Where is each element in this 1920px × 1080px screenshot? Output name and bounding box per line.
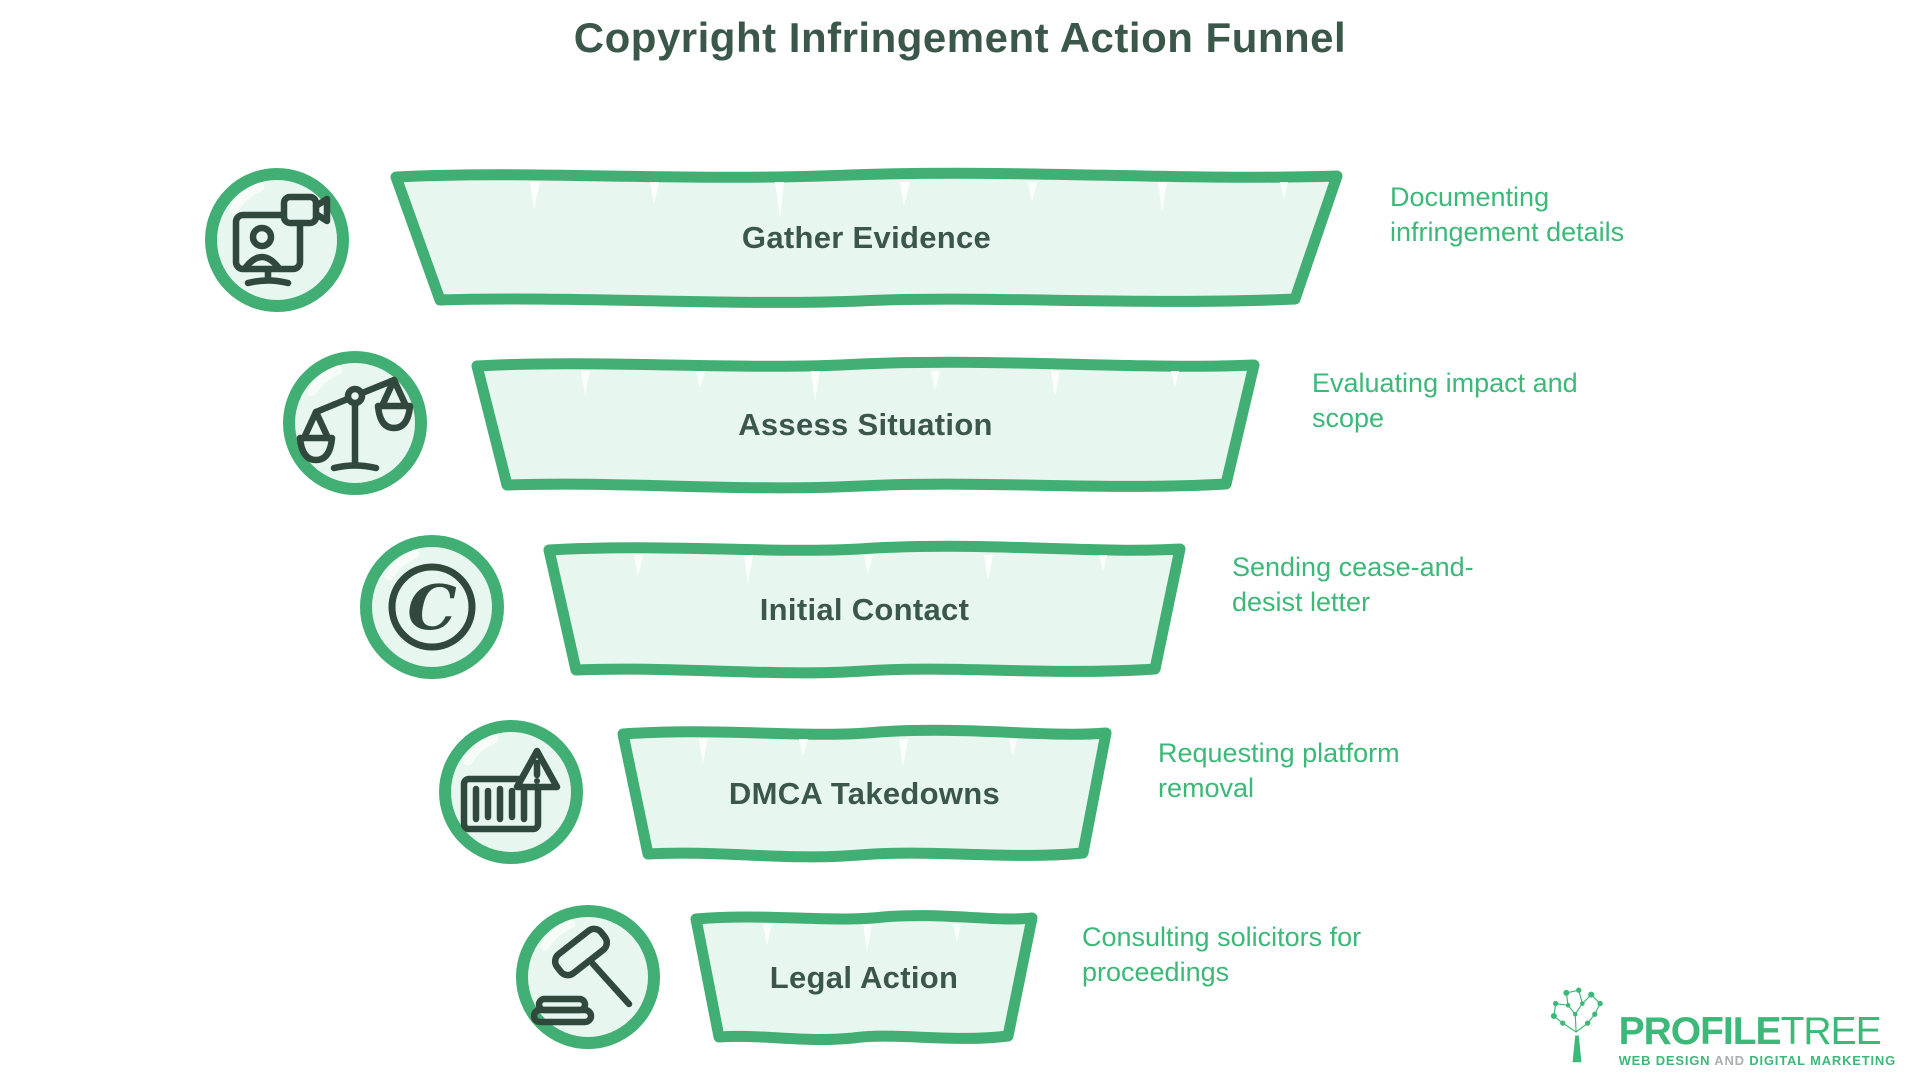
video-call-icon <box>202 165 352 315</box>
copyright-c-glyph: C <box>407 571 456 644</box>
copyright-icon: C <box>357 532 507 682</box>
stage-description: Requesting platform removal <box>1158 738 1400 803</box>
barcode-warning-icon <box>436 717 586 867</box>
funnel-stage-2: Assess Situation <box>461 355 1270 495</box>
stage-description: Documenting infringement details <box>1390 182 1625 247</box>
stage-label: Gather Evidence <box>741 220 992 255</box>
funnel-stage-4: DMCA Takedowns <box>609 723 1120 864</box>
funnel-stage-3: Initial Contact <box>534 539 1195 680</box>
stage-description: Sending cease-and- desist letter <box>1232 552 1474 617</box>
stage-label: Initial Contact <box>759 591 970 627</box>
gavel-icon <box>513 902 663 1052</box>
stage-description: Consulting solicitors for proceedings <box>1082 922 1362 987</box>
stage-description: Evaluating impact and scope <box>1312 368 1578 433</box>
stage-label: Legal Action <box>769 959 959 995</box>
profiletree-logo: PROFILETREE WEB DESIGN AND DIGITAL MARKE… <box>1545 985 1896 1068</box>
balance-scale-icon <box>280 348 430 498</box>
stage-label: Assess Situation <box>738 407 993 442</box>
stage-label: DMCA Takedowns <box>728 775 1001 811</box>
funnel-stage-1: Gather Evidence <box>380 166 1353 310</box>
page-title: Copyright Infringement Action Funnel <box>573 14 1347 61</box>
brand-tagline: WEB DESIGN AND DIGITAL MARKETING <box>1618 1053 1896 1068</box>
profiletree-tree-icon <box>1545 985 1609 1068</box>
funnel-stage-5: Legal Action <box>683 908 1045 1047</box>
brand-name: PROFILETREE <box>1618 1010 1882 1053</box>
